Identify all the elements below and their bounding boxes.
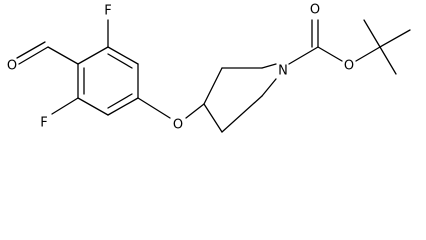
bond-carbonyl-to-ester-o — [317, 46, 343, 62]
piperidine-nitrogen-label: N — [278, 64, 288, 79]
boc-group — [288, 19, 411, 75]
ester-oxygen-label: O — [344, 59, 354, 74]
aldehyde-oxygen-label: O — [7, 59, 17, 74]
bond-ring-to-ether-o — [137, 97, 171, 119]
bond-ring-to-cho — [47, 46, 79, 65]
bond-n-to-carbonyl-c — [288, 46, 319, 65]
ether-oxygen-label: O — [173, 118, 183, 133]
bond-ring-c5-c4-inner — [107, 93, 133, 109]
canvas-background — [0, 0, 426, 138]
bond-tbu-methyl-1 — [379, 29, 411, 48]
bond-pip-n-c6 — [261, 78, 277, 97]
bond-pip-c2-n — [261, 63, 277, 69]
ether-linkage — [137, 97, 205, 119]
bond-pip-c4-c3 — [203, 67, 223, 105]
bond-pip-c5-c4 — [203, 103, 223, 133]
bond-cho-double-b — [16, 41, 46, 59]
bond-tbu-methyl-2 — [379, 46, 397, 75]
bond-ring-c5-c4 — [107, 97, 139, 116]
aldehyde-group — [16, 41, 79, 65]
bond-ring-c3-c2-inner — [107, 53, 133, 69]
bond-ring-c6-c5 — [77, 97, 109, 116]
bond-ring-c2-c1 — [77, 46, 109, 65]
bond-c-f-bottom — [51, 97, 79, 115]
fluorine-bottom-label: F — [40, 116, 47, 131]
bond-cho-double-a — [18, 46, 49, 65]
molecule-structure: O F F O N O O — [0, 0, 426, 138]
bond-ester-o-to-quaternary-c — [355, 46, 381, 62]
benzene-ring — [77, 46, 139, 116]
carbonyl-oxygen-label: O — [310, 3, 320, 18]
piperidine-ring — [203, 63, 277, 133]
fluorine-substituents — [51, 19, 109, 115]
bond-pip-c6-c5 — [221, 95, 263, 133]
bond-ether-o-to-piperidine — [185, 103, 205, 119]
bond-ring-c3-c2 — [107, 46, 139, 65]
bond-tbu-methyl-3 — [363, 19, 381, 48]
fluorine-top-label: F — [104, 4, 111, 19]
